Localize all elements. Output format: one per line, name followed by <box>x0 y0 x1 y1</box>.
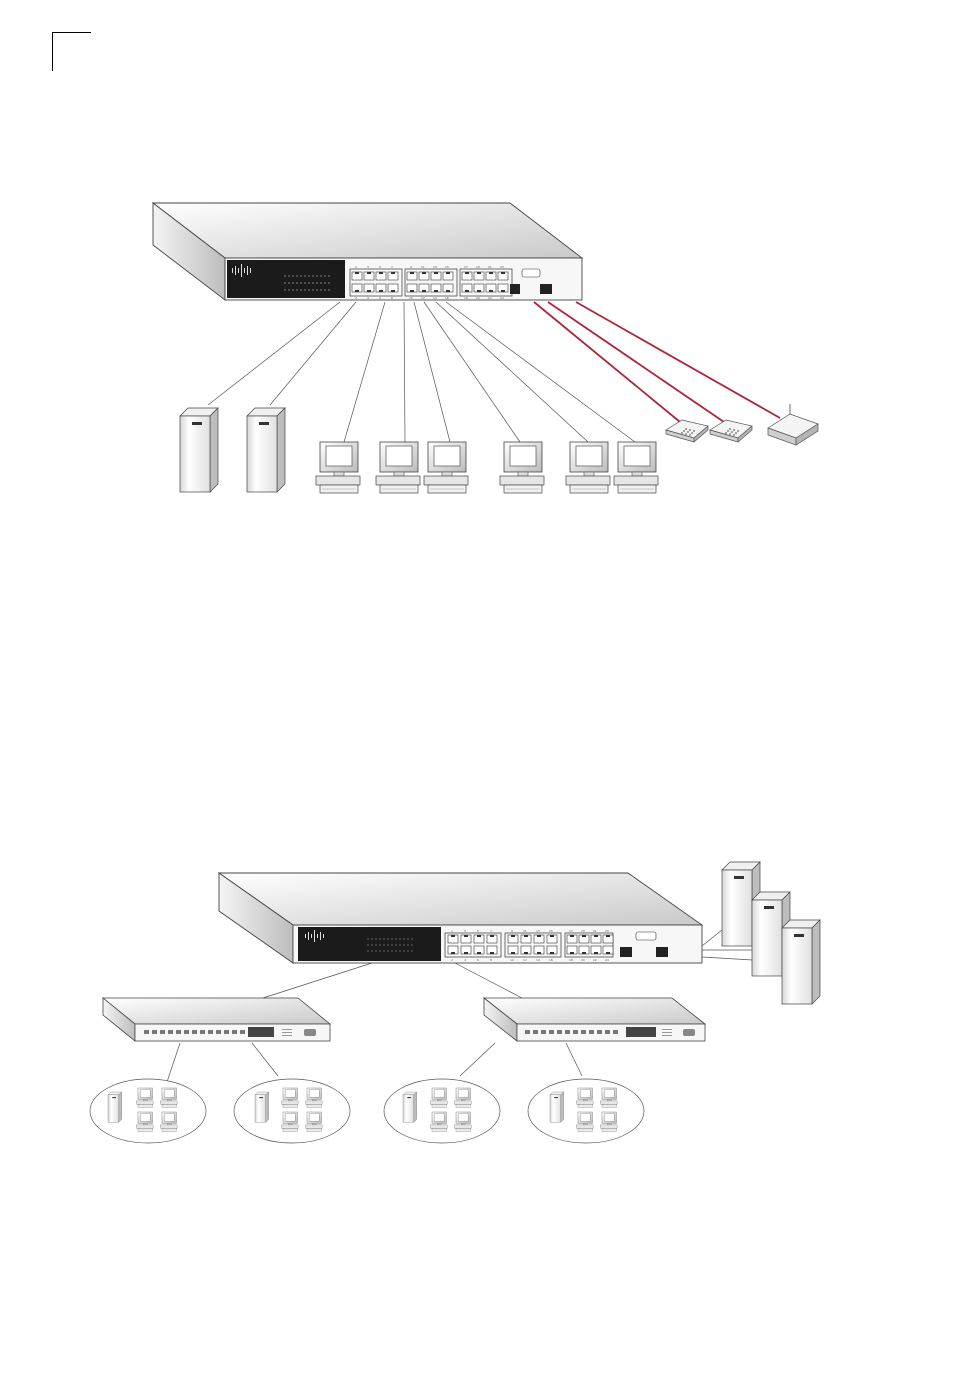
workstation-icon <box>566 442 610 493</box>
port-number: 24 <box>500 296 504 300</box>
port-number: 4 <box>464 958 466 962</box>
workstation-icon <box>316 442 360 493</box>
port-number: 13 <box>536 929 540 933</box>
port-number: 12 <box>421 296 425 300</box>
phone-icon <box>710 420 752 442</box>
workstation-icon <box>376 442 420 493</box>
workstation-icon <box>500 442 544 493</box>
uplink-cables <box>165 930 786 1088</box>
port-number: 11 <box>421 265 425 269</box>
edge-switch <box>103 998 330 1041</box>
port-number: 5 <box>477 929 479 933</box>
port-number: 9 <box>511 929 513 933</box>
port-number: 16 <box>549 958 553 962</box>
console-port <box>636 932 656 940</box>
server-icon <box>247 408 285 492</box>
port-number: 22 <box>593 958 597 962</box>
workstation-icon <box>614 442 658 493</box>
port-number: 23 <box>605 929 609 933</box>
port-number: 22 <box>488 296 492 300</box>
phone-icon <box>666 420 708 442</box>
server-icon <box>722 862 760 946</box>
port-number: 16 <box>445 296 449 300</box>
port-number: 13 <box>433 265 437 269</box>
port-number: 10 <box>510 958 514 962</box>
port-number: 17 <box>569 929 573 933</box>
port-number: 6 <box>379 296 381 300</box>
port-number: 21 <box>488 265 492 269</box>
port-number: 2 <box>355 296 357 300</box>
port-number: 9 <box>410 265 412 269</box>
sfp-port <box>620 947 632 957</box>
router-icon <box>768 404 818 445</box>
port-number: 3 <box>367 265 369 269</box>
port-number: 8 <box>490 958 492 962</box>
workstation-icon <box>424 442 468 493</box>
port-number: 14 <box>433 296 437 300</box>
port-number: 17 <box>464 265 468 269</box>
server-icon <box>782 920 820 1004</box>
port-number: 2 <box>451 958 453 962</box>
top-network-diagram: 1 3 5 7 9 11 13 15 17 19 21 23 2 4 6 8 1… <box>0 0 954 520</box>
segment-cluster <box>384 1079 500 1143</box>
port-number: 18 <box>569 958 573 962</box>
segment-cluster <box>90 1079 206 1143</box>
fiber-cables <box>534 302 780 422</box>
edge-switch <box>484 998 705 1041</box>
port-number: 4 <box>367 296 369 300</box>
stackable-switch: 1 3 5 7 9 11 13 15 17 19 21 23 2 4 6 8 1… <box>219 873 702 963</box>
port-block <box>445 933 613 957</box>
server-icon <box>752 892 790 976</box>
port-number: 14 <box>536 958 540 962</box>
port-number: 18 <box>464 296 468 300</box>
port-number: 1 <box>355 265 357 269</box>
server-icon <box>180 408 218 492</box>
port-number: 7 <box>490 929 492 933</box>
port-number: 1 <box>451 929 453 933</box>
stackable-switch: 1 3 5 7 9 11 13 15 17 19 21 23 2 4 6 8 1… <box>153 203 582 300</box>
port-number: 15 <box>549 929 553 933</box>
port-number: 20 <box>476 296 480 300</box>
port-number: 3 <box>464 929 466 933</box>
port-number: 6 <box>477 958 479 962</box>
port-number: 21 <box>593 929 597 933</box>
port-number: 5 <box>379 265 381 269</box>
port-number: 19 <box>476 265 480 269</box>
port-number: 7 <box>391 265 393 269</box>
port-number: 15 <box>445 265 449 269</box>
port-number: 24 <box>605 958 609 962</box>
sfp-port <box>656 947 668 957</box>
sfp-port <box>540 284 552 294</box>
port-number: 12 <box>523 958 527 962</box>
port-number: 10 <box>409 296 413 300</box>
port-number: 20 <box>581 958 585 962</box>
port-number: 23 <box>500 265 504 269</box>
console-port <box>522 269 540 277</box>
sfp-port <box>510 284 520 294</box>
brand-logo <box>305 930 324 942</box>
port-number: 11 <box>523 929 527 933</box>
segment-cluster <box>234 1079 350 1143</box>
port-number: 8 <box>391 296 393 300</box>
segment-cluster <box>528 1079 644 1143</box>
port-number: 19 <box>581 929 585 933</box>
